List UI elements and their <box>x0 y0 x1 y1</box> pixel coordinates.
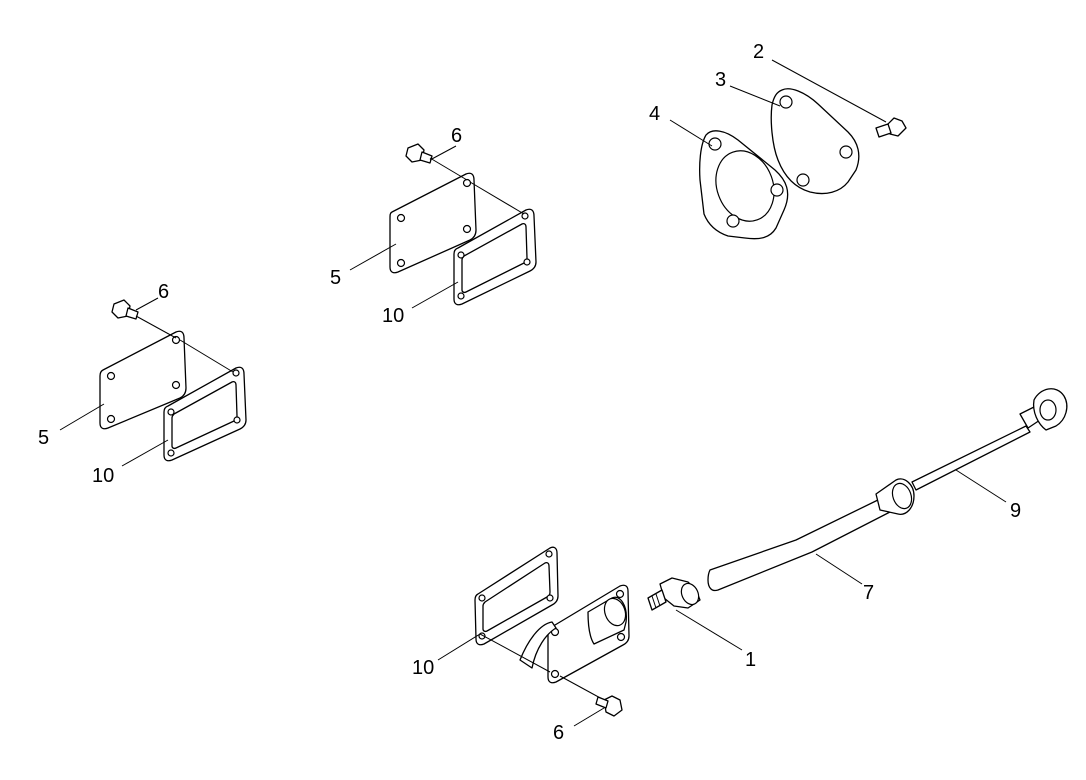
callout-6-top: 6 <box>451 125 462 147</box>
callout-7: 7 <box>863 582 874 604</box>
callout-3: 3 <box>715 69 726 91</box>
callout-2: 2 <box>753 41 764 63</box>
callout-1: 1 <box>745 649 756 671</box>
part-7-guide-tube <box>707 478 915 592</box>
part-6-bolt-left <box>111 299 139 320</box>
callout-6-bottom: 6 <box>553 722 564 744</box>
part-9-dipstick <box>911 388 1068 491</box>
part-1-union-fitting <box>647 577 701 611</box>
part-10-gasket-top <box>453 208 537 306</box>
callout-5-left: 5 <box>38 427 49 449</box>
part-5-plate-top <box>389 172 477 274</box>
part-5-plate-left <box>99 330 187 430</box>
part-6-bolt-bottom <box>595 695 623 717</box>
callout-10-top: 10 <box>382 305 404 327</box>
part-10-gasket-bottom <box>474 546 559 646</box>
callout-10-bottom: 10 <box>412 657 434 679</box>
callout-5-top: 5 <box>330 267 341 289</box>
part-6-bolt-top <box>405 143 433 164</box>
part-4-gasket <box>699 130 789 240</box>
part-tube-housing <box>519 584 630 684</box>
callout-9: 9 <box>1010 500 1021 522</box>
callout-6-left: 6 <box>158 281 169 303</box>
part-3-cover-plate <box>770 88 860 195</box>
callout-10-left: 10 <box>92 465 114 487</box>
callout-4: 4 <box>649 103 660 125</box>
part-2-bolt <box>875 117 907 138</box>
part-10-gasket-left <box>163 366 247 462</box>
